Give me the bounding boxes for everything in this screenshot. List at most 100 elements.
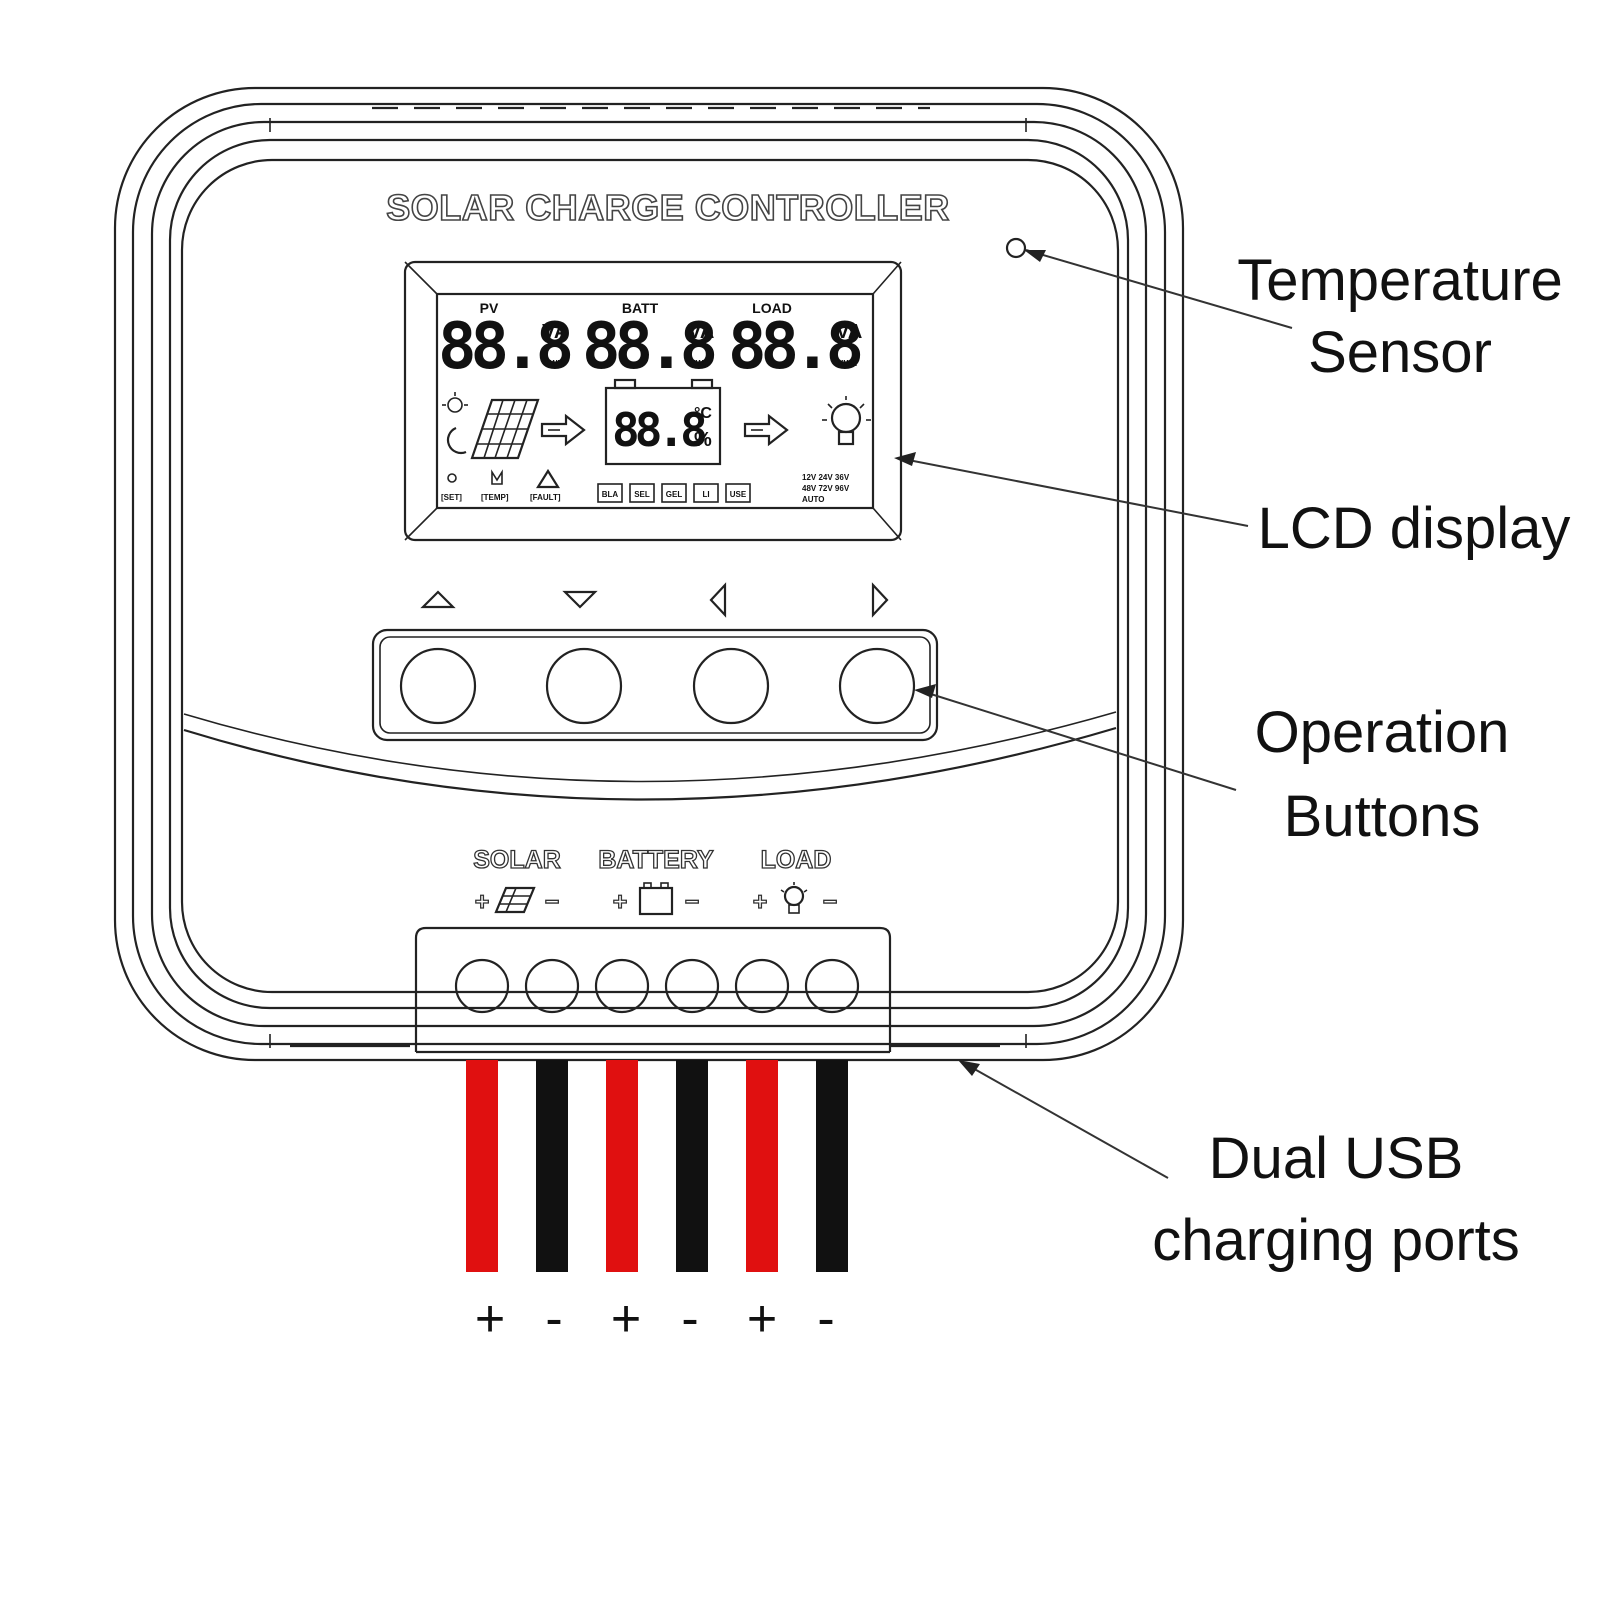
lcd-temp-icon (491, 469, 503, 485)
lcd-leader (897, 457, 1249, 527)
wire-sign-4: + (747, 1290, 777, 1348)
up-button[interactable] (399, 647, 477, 725)
lcd-voltage-line-2: 48V 72V 96V (802, 484, 850, 493)
load-negative-terminal[interactable] (804, 958, 860, 1014)
lcd-battery-type-2: GEL (666, 490, 683, 499)
operation-button-panel (371, 628, 939, 742)
buttons-arrowhead (914, 684, 936, 698)
load-plus-symbol: + (753, 888, 768, 916)
load-positive-wire (746, 1060, 778, 1272)
left-arrow-icon (709, 582, 727, 618)
wire-sign-5: - (817, 1290, 834, 1348)
solar-positive-terminal[interactable] (454, 958, 510, 1014)
lcd-voltage-line-1: 12V 24V 36V (802, 473, 850, 482)
down-arrow-icon (562, 590, 598, 609)
wire-sign-2: + (611, 1290, 641, 1348)
lcd-voltage-indicators: 12V 24V 36V 48V 72V 96V AUTO (802, 473, 850, 504)
lcd-solar-panel-icon (442, 392, 540, 460)
bottom-vent (269, 1034, 1027, 1048)
solar-plus-symbol: + (475, 888, 490, 916)
lcd-status-icons: [SET] [TEMP] [FAULT] (441, 468, 561, 502)
load-negative-wire (816, 1060, 848, 1272)
lcd-set-icon (447, 473, 457, 483)
load-terminal-label: LOAD (761, 846, 832, 874)
battery-terminal-label: BATTERY (598, 846, 714, 874)
lcd-batt-unit-va: VA (688, 321, 714, 343)
lcd-set-label: [SET] (441, 493, 462, 502)
terminal-block (414, 926, 892, 1052)
battery-plus-symbol: + (613, 888, 628, 916)
load-minus-symbol: − (823, 888, 838, 916)
lcd-load-label: LOAD (752, 300, 792, 316)
lcd-flow-arrow-left (540, 413, 586, 447)
battery-negative-wire (676, 1060, 708, 1272)
callout-buttons-line-2: Buttons (1284, 784, 1481, 849)
lcd-load-unit-va: VA (836, 321, 862, 343)
lcd-battery-type-0: BLA (602, 490, 619, 499)
load-positive-terminal[interactable] (734, 958, 790, 1014)
bulb-icon (780, 882, 808, 914)
callout-usb-line-2: charging ports (1152, 1208, 1520, 1273)
lcd-batt-value: 88.8 (582, 310, 715, 384)
lcd-battery-types: BLA SEL GEL LI USE (597, 483, 751, 503)
callout-buttons-line-1: Operation (1255, 700, 1510, 765)
lcd-fault-icon (536, 468, 560, 489)
lcd-center-value: 88.8 (612, 403, 705, 457)
usb-leader (961, 1061, 1169, 1179)
lcd-voltage-line-3: AUTO (802, 495, 825, 504)
battery-icon (638, 882, 674, 916)
lcd-display: PV BATT LOAD 88.8 88.8 88.8 VA VA VA KWH… (403, 260, 903, 542)
temperature-leader (1025, 249, 1293, 329)
lcd-batt-unit-kwh: KWH (690, 359, 709, 368)
buttons-leader (917, 689, 1237, 791)
lcd-bulb-icon (822, 396, 871, 446)
lcd-load-unit-kwh: KWH (838, 359, 857, 368)
right-button[interactable] (838, 647, 916, 725)
lcd-load-value: 88.8 (728, 310, 861, 384)
lcd-arrowhead (894, 452, 916, 466)
lcd-pv-unit-kwh: KWH (544, 359, 563, 368)
wire-sign-1: - (545, 1290, 562, 1348)
battery-positive-terminal[interactable] (594, 958, 650, 1014)
solar-minus-symbol: − (545, 888, 560, 916)
solar-panel-icon (494, 886, 536, 914)
right-arrow-icon (871, 582, 889, 618)
lcd-battery-icon (604, 378, 722, 466)
lcd-celsius-unit: °C (694, 405, 712, 422)
callout-usb-line-1: Dual USB (1209, 1126, 1464, 1191)
callout-lcd: LCD display (1258, 496, 1571, 561)
battery-positive-wire (606, 1060, 638, 1272)
battery-minus-symbol: − (685, 888, 700, 916)
lcd-percent-unit: % (694, 429, 712, 451)
solar-negative-terminal[interactable] (524, 958, 580, 1014)
callout-temperature-line-2: Sensor (1308, 320, 1492, 385)
lcd-pv-label: PV (480, 300, 499, 316)
lcd-temp-label: [TEMP] (481, 493, 509, 502)
lcd-flow-arrow-right (743, 413, 789, 447)
wire-signs: + - + - + - (475, 1290, 835, 1348)
wires (466, 1060, 848, 1272)
device-title: SOLAR CHARGE CONTROLLER (386, 187, 950, 228)
left-button[interactable] (692, 647, 770, 725)
lcd-battery-type-1: SEL (634, 490, 650, 499)
controller-housing (113, 86, 1185, 1062)
wire-sign-3: - (681, 1290, 698, 1348)
callout-temperature-line-1: Temperature (1237, 248, 1563, 313)
solar-negative-wire (536, 1060, 568, 1272)
lcd-battery-type-4: USE (730, 490, 747, 499)
up-arrow-icon (420, 590, 456, 609)
terminal-symbols: + − + − + − (474, 882, 838, 917)
lcd-pv-unit-va: VA (542, 321, 568, 343)
lcd-batt-label: BATT (622, 300, 659, 316)
down-button[interactable] (545, 647, 623, 725)
solar-positive-wire (466, 1060, 498, 1272)
battery-negative-terminal[interactable] (664, 958, 720, 1014)
callout-leaders (894, 249, 1293, 1179)
panel-divider-inner (183, 711, 1117, 783)
lcd-fault-label: [FAULT] (530, 493, 561, 502)
usb-arrowhead (958, 1060, 980, 1076)
solar-terminal-label: SOLAR (473, 846, 561, 874)
panel-divider (183, 726, 1117, 801)
temperature-arrowhead (1024, 250, 1046, 262)
